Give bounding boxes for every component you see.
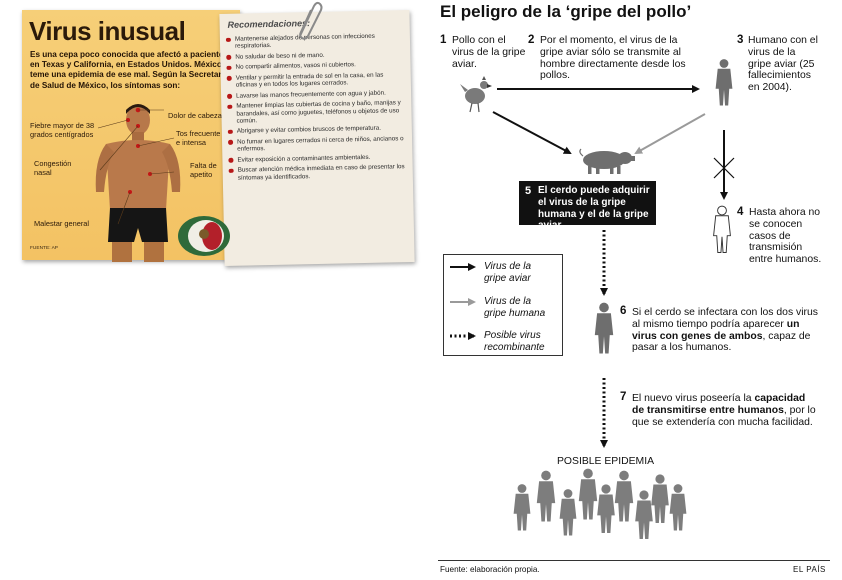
step-7-number: 7 [620,391,627,403]
symptom-congestion: Congestión nasal [34,159,72,177]
step-5-text: El cerdo puede adquirir el virus de la g… [538,185,650,232]
step-6-number: 6 [620,305,627,317]
left-panel-title: Virus inusual [29,16,186,46]
symptom-headache: Dolor de cabeza [168,111,222,120]
step-7-text-a: El nuevo virus poseería la [632,393,755,404]
footer-source: Fuente: elaboración propia. [440,565,540,574]
symptoms-card: Virus inusual Es una cepa poco conocida … [22,10,240,262]
diagram-title: El peligro de la ‘gripe del pollo’ [440,2,692,21]
arrow-human-to-pig [634,113,706,154]
legend-label-human: Virus de la gripe humana [484,296,546,319]
male-body-figure [95,104,181,262]
step-7-text-b: , por lo que se extendería con mucha fac… [632,404,816,428]
mexico-flag-icon [178,216,230,256]
pig-icon [579,148,635,174]
step-5-number: 5 [525,185,532,197]
human-silhouette-icon [715,59,733,106]
footer-brand: EL PAÍS [793,565,826,574]
step-4-number: 4 [737,206,744,218]
cross-mark-icon [713,157,735,179]
footer-divider [438,560,830,561]
left-source: FUENTE: AP [30,246,58,251]
step-7-text: El nuevo virus poseería la capacidad de … [632,393,816,428]
paperclip-icon [299,1,323,40]
step-1-text: Pollo con el virus de la gripe aviar. [452,35,526,70]
step-6-text-b: , capaz de pasar a los humanos. [632,330,811,354]
legend-label-avian: Virus de la gripe aviar [484,261,532,284]
symptom-appetite: Falta de apetito [190,161,217,179]
chicken-icon [460,76,492,113]
human-silhouette-icon [713,205,731,254]
epidemic-label: POSIBLE EPIDEMIA [557,456,655,467]
step-7-text-bold: capacidad de transmitirse entre humanos [632,393,806,416]
step-5-box: 5 El cerdo puede adquirir el virus de la… [519,181,656,231]
step-6-text-a: Si el cerdo se infectara con los dos vir… [632,307,818,330]
symptom-fever: Fiebre mayor de 38 grados centígrados [30,121,95,139]
step-1-number: 1 [440,34,447,46]
symptom-cough: Tos frecuente e intensa [176,129,221,147]
step-6-text: Si el cerdo se infectara con los dos vir… [632,307,826,354]
epidemic-crowd [513,468,687,539]
step-3-text: Humano con el virus de la gripe aviar (2… [748,35,818,94]
intro-text: Es una cepa poco conocida que afectó a p… [30,50,229,90]
human-silhouette-icon [594,302,614,354]
step-2-number: 2 [528,34,535,46]
legend: Virus de la gripe aviar Virus de la grip… [443,254,563,356]
step-6-text-bold: un virus con genes de ambos [632,318,800,342]
step-3-number: 3 [737,34,744,46]
infographic-left-panel: Virus inusual Es una cepa poco conocida … [22,1,424,268]
legend-label-recombinant: Posible virus recombinante [484,330,545,353]
step-2-text: Por el momento, el virus de la gripe avi… [540,35,686,82]
step-4-text: Hasta ahora no se conocen casos de trans… [749,207,822,266]
symptom-malaise: Malestar general [34,219,90,228]
arrow-chicken-to-pig [492,111,572,154]
